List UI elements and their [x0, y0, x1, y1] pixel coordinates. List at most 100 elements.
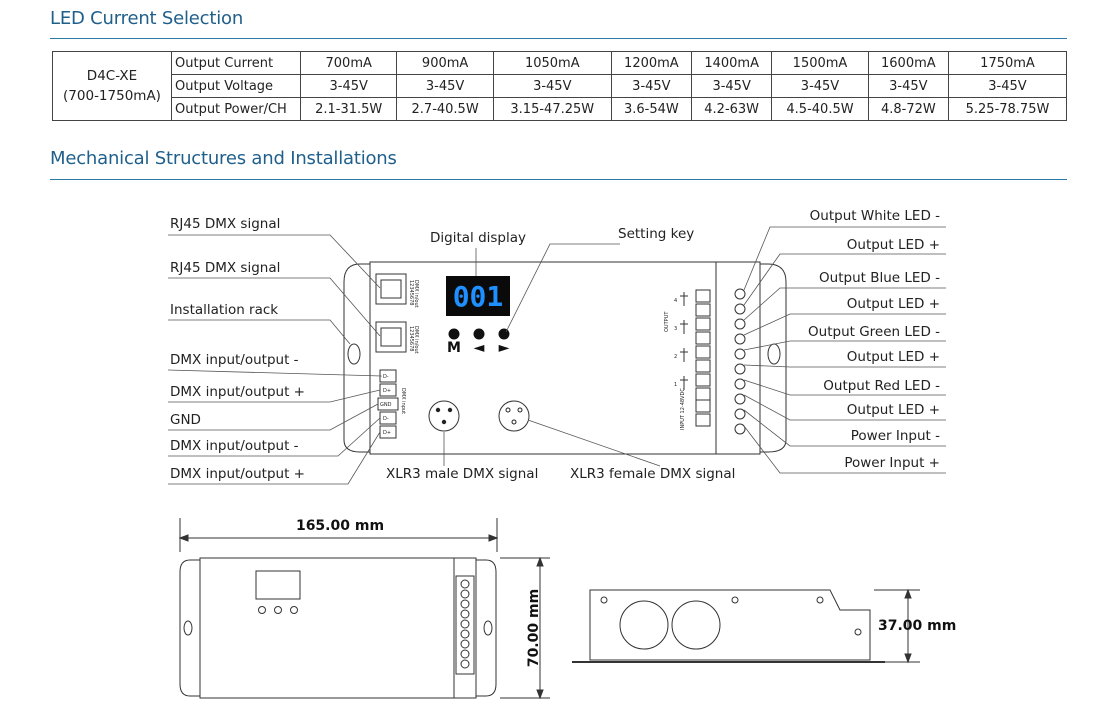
terminal-block: [695, 331, 711, 345]
leader-line: [168, 234, 381, 289]
terminal-screw: [734, 318, 746, 330]
callout-gnd: GND: [170, 412, 201, 428]
dimension-side-view: [572, 588, 920, 664]
leader-line: [743, 394, 946, 421]
row-label: Output Current: [171, 51, 301, 75]
front-mount-hole: [483, 620, 493, 636]
front-screw: [460, 579, 470, 589]
callout-dmx-minus-2: DMX input/output -: [170, 438, 299, 454]
table-cell: 1400mA: [691, 51, 773, 75]
table-row: Output Voltage 3-45V 3-45V 3-45V 3-45V 3…: [53, 74, 1068, 98]
callout-dmx-minus-1: DMX input/output -: [170, 352, 299, 368]
right-button[interactable]: [498, 328, 510, 340]
terminal-block: [695, 345, 711, 359]
terminal-block: [695, 373, 711, 387]
front-terminal-strip: [455, 575, 475, 675]
dmx-terminal-label: D-: [383, 416, 389, 422]
model-range: (700-1750mA): [63, 88, 161, 104]
leader-line: [743, 340, 946, 351]
leader-line: [168, 277, 381, 337]
front-screw: [460, 659, 470, 669]
right-button-label: ►: [499, 340, 510, 356]
callout-blue-minus: Output Blue LED -: [819, 270, 940, 286]
section-rule-mechanical: [50, 179, 1067, 180]
xlr-hole: [511, 419, 517, 425]
right-leader-lines: [743, 226, 946, 474]
xlr-hole: [505, 407, 511, 413]
leader-line: [168, 389, 381, 403]
front-button: [258, 606, 266, 614]
rj45-pins-2: 12345678: [408, 326, 414, 351]
digital-display: [446, 276, 510, 316]
leader-line: [168, 319, 351, 345]
led-symbol: [680, 292, 688, 306]
xlr-pin: [441, 419, 447, 425]
xlr-female-connector: [498, 400, 530, 432]
front-display: [255, 570, 301, 600]
xlr-pins: [435, 407, 453, 425]
leader-line: [168, 417, 381, 457]
top-leader-lines: [475, 243, 620, 333]
callout-digital-display: Digital display: [430, 230, 526, 246]
right-mount-hole: [767, 343, 781, 365]
leader-line: [168, 431, 381, 485]
led-symbol: [680, 376, 688, 390]
channel-number: 2: [674, 354, 677, 360]
terminal-screw: [734, 378, 746, 390]
dimension-height-label: 70.00 mm: [526, 589, 542, 667]
dmx-terminal-label: D+: [383, 388, 391, 394]
table-cell: 1500mA: [771, 51, 869, 75]
front-screw: [460, 599, 470, 609]
section-title-mechanical: Mechanical Structures and Installations: [50, 148, 397, 169]
terminal-screw: [734, 348, 746, 360]
terminal-block: [695, 359, 711, 373]
side-screw-hole: [731, 596, 739, 604]
callout-dmx-plus-1: DMX input/output +: [170, 384, 305, 400]
dmx-terminal-title: DMX input: [400, 388, 406, 414]
section-rule-current: [50, 38, 1067, 39]
table-cell: 4.2-63W: [691, 97, 773, 121]
front-body: [199, 557, 477, 699]
dmx-terminal-label: D-: [383, 374, 389, 380]
dimension-front-view: [178, 518, 550, 700]
front-button: [274, 606, 282, 614]
table-cell: 3-45V: [610, 74, 693, 98]
front-right-tab: [476, 559, 497, 697]
side-xlr-hole: [619, 600, 669, 650]
terminal-block: [695, 387, 711, 401]
left-button[interactable]: [473, 328, 485, 340]
m-button[interactable]: [448, 328, 460, 340]
table-cell: 4.5-40.5W: [771, 97, 869, 121]
front-screw: [460, 629, 470, 639]
table-cell: 3.15-47.25W: [492, 97, 612, 121]
terminal-block: [695, 303, 711, 317]
leader-line: [743, 313, 946, 336]
leader-line: [743, 287, 946, 321]
device-body: [369, 261, 761, 455]
front-screw: [460, 639, 470, 649]
terminal-screw: [734, 303, 746, 315]
xlr-pin: [447, 407, 453, 413]
terminal-block: [695, 413, 711, 427]
table-cell: 2.7-40.5W: [396, 97, 494, 121]
table-cell: 1050mA: [492, 51, 612, 75]
callout-rj45-2: RJ45 DMX signal: [170, 260, 280, 276]
front-mount-hole: [183, 620, 193, 636]
dmx-terminal-label: GND: [380, 402, 392, 408]
front-screw: [460, 609, 470, 619]
leader-line: [743, 226, 946, 291]
right-mount-tab: [760, 263, 787, 453]
left-leader-lines: [167, 234, 383, 485]
xlr-pin: [435, 407, 441, 413]
side-body: [589, 589, 871, 661]
front-screw: [460, 589, 470, 599]
table-cell: 900mA: [396, 51, 494, 75]
callout-power-plus: Power Input +: [844, 455, 940, 471]
terminal-screw: [734, 393, 746, 405]
spec-table: D4C-XE (700-1750mA) Output Current 700mA…: [52, 51, 1068, 121]
leader-line: [527, 419, 661, 467]
row-label: Output Power/CH: [171, 97, 301, 121]
table-cell: 1600mA: [867, 51, 949, 75]
terminal-screw: [734, 333, 746, 345]
